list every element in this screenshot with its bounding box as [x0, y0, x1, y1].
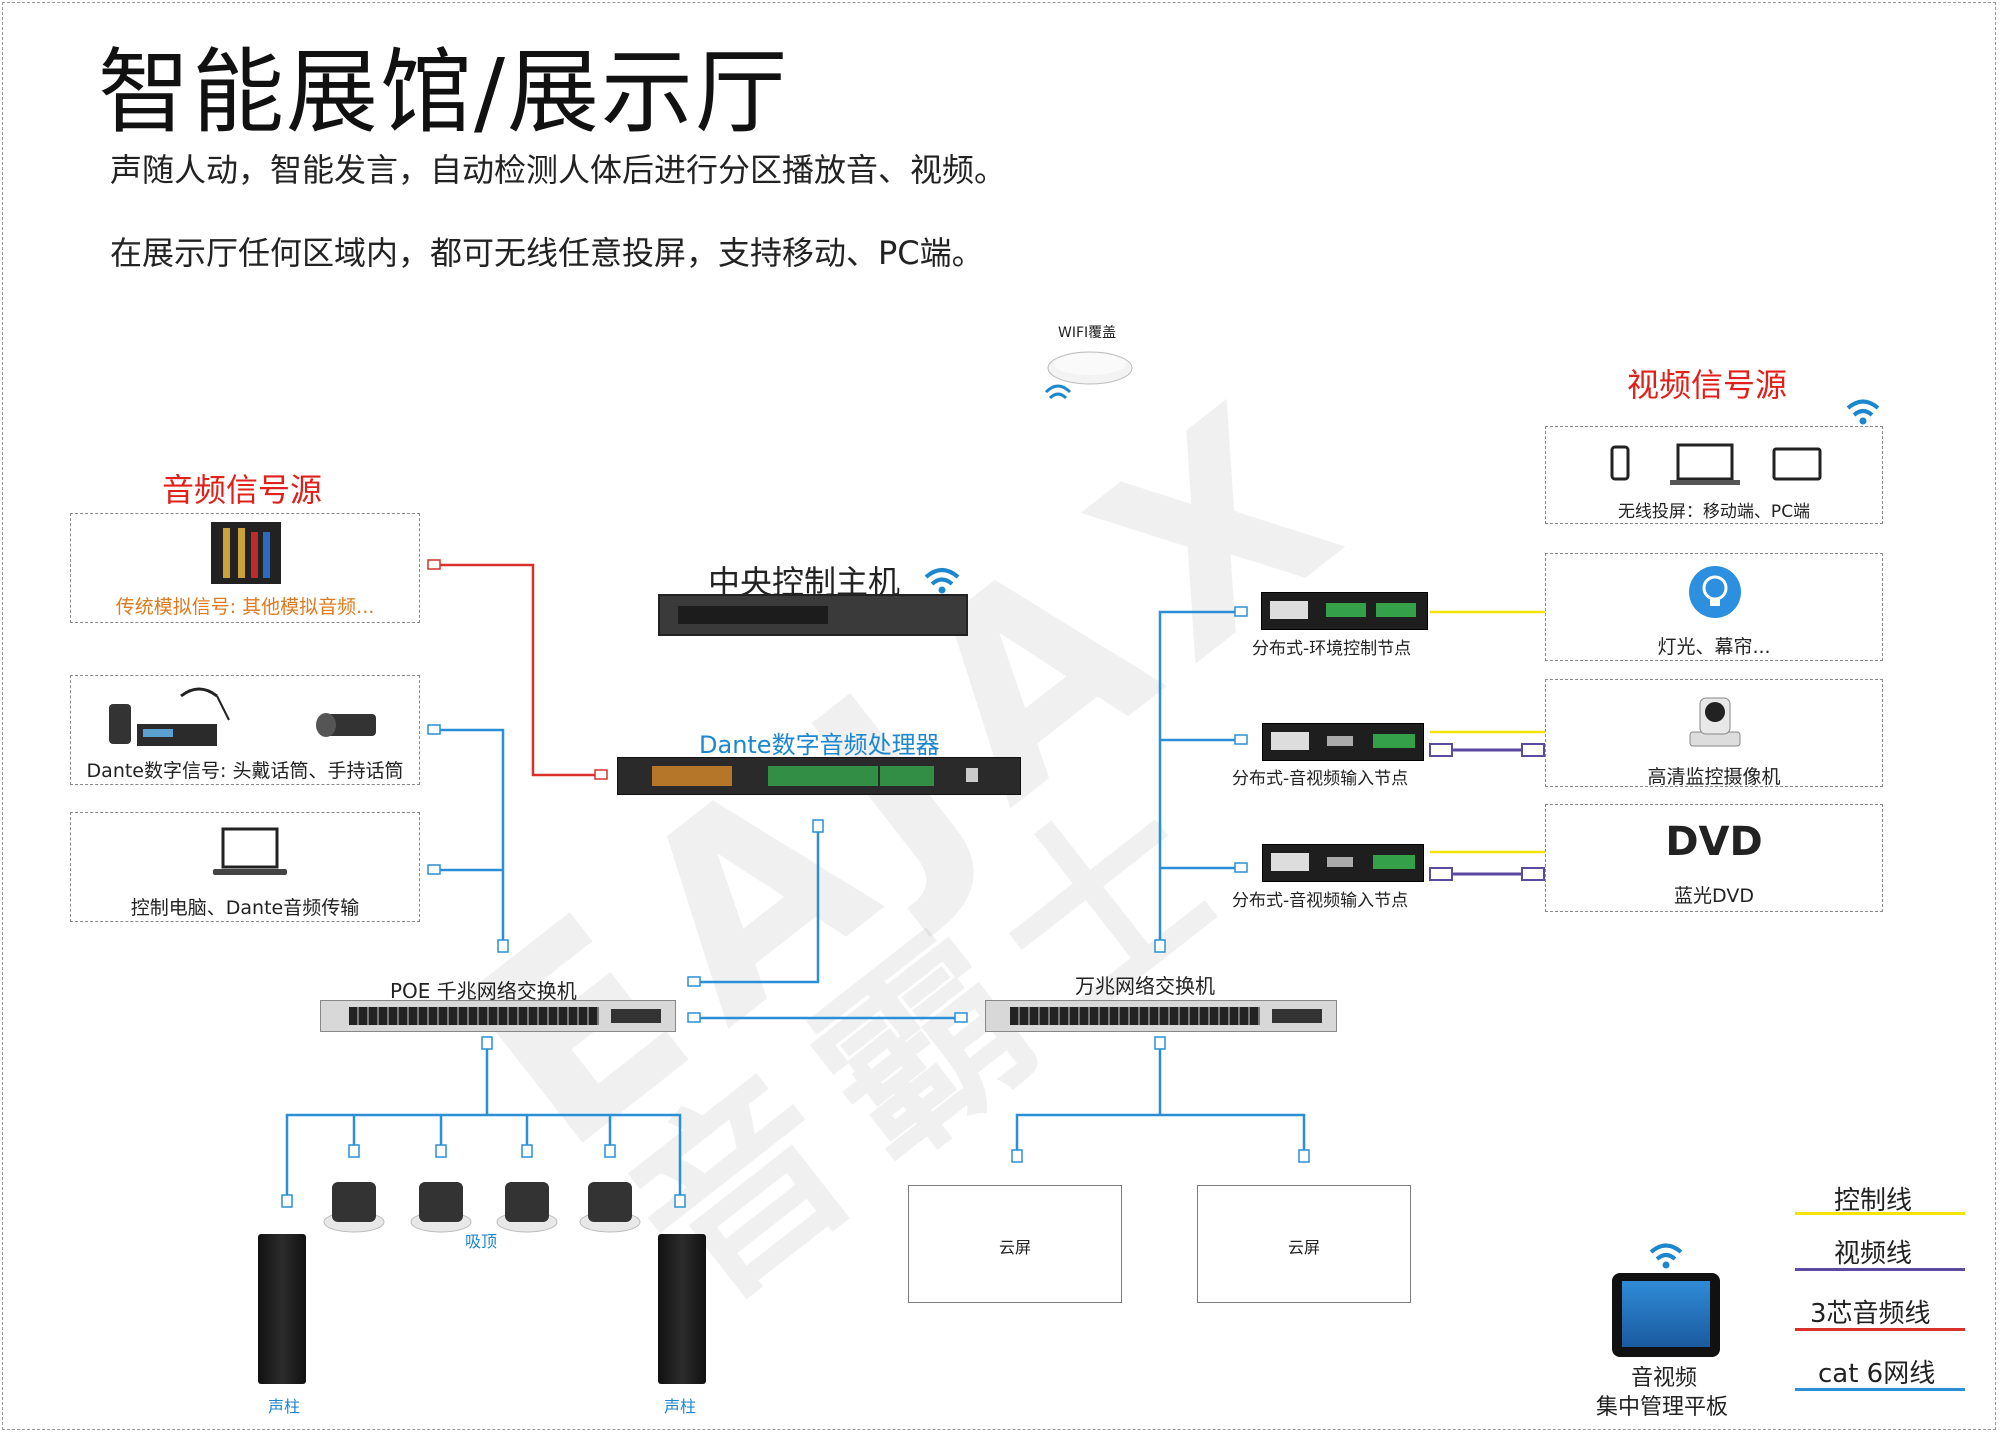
dvd-caption: 蓝光DVD [1674, 885, 1754, 907]
cloud-screen-left: 云屏 [908, 1185, 1122, 1303]
dvd-box: DVD 蓝光DVD [1545, 804, 1883, 912]
10g-switch-device [985, 1000, 1337, 1032]
wireless-cast-box: 无线投屏：移动端、PC端 [1545, 426, 1883, 524]
column-speaker-right-label: 声柱 [664, 1397, 697, 1416]
camera-caption: 高清监控摄像机 [1647, 766, 1781, 788]
pc-source-box: 控制电脑、Dante音频传输 [70, 812, 420, 922]
column-speaker-left-label: 声柱 [268, 1397, 301, 1416]
legend-cat6-label: cat 6网线 [1818, 1359, 1936, 1389]
wifi-access-point-icon [1044, 351, 1133, 400]
laptop-icon [213, 827, 287, 875]
ptz-camera-icon [1689, 697, 1741, 747]
ceiling-speaker-icon [579, 1182, 641, 1233]
legend-audio-line [1795, 1328, 1965, 1331]
legend-control-label: 控制线 [1834, 1186, 1913, 1216]
wifi-label: WIFI覆盖 [1058, 325, 1117, 341]
env-control-node-device [1261, 592, 1428, 630]
av-input-node-1-label: 分布式-音视频输入节点 [1232, 769, 1409, 789]
tablet-label-line2: 集中管理平板 [1596, 1395, 1729, 1420]
audio-sources-heading: 音频信号源 [162, 471, 323, 509]
cloud-screen-right-label: 云屏 [1287, 1238, 1320, 1257]
legend-audio-label: 3芯音频线 [1810, 1299, 1931, 1329]
legend-video-line [1795, 1268, 1965, 1271]
poe-switch-device [320, 1000, 676, 1032]
lightbulb-icon [1689, 566, 1741, 618]
description-line-1: 声随人动，智能发言，自动检测人体后进行分区播放音、视频。 [110, 151, 1007, 189]
microphone-set-icon [109, 687, 376, 746]
dvd-logo: DVD [1665, 819, 1763, 865]
video-wifi-icon [1846, 399, 1880, 425]
cloud-screen-left-label: 云屏 [998, 1238, 1031, 1257]
av-input-node-2-device [1262, 844, 1424, 882]
legend-control-line [1795, 1212, 1965, 1215]
video-sources-heading: 视频信号源 [1627, 366, 1788, 404]
ceiling-speaker-icon [410, 1182, 472, 1233]
10g-switch-label: 万兆网络交换机 [1075, 974, 1215, 998]
av-input-node-1-device [1262, 723, 1424, 761]
camera-box: 高清监控摄像机 [1545, 679, 1883, 788]
legend-cat6-line [1795, 1388, 1965, 1391]
dsp-device [617, 757, 1021, 795]
legend-video-label: 视频线 [1834, 1239, 1913, 1269]
ceiling-speaker-icon [496, 1182, 558, 1233]
analog-source-caption: 传统模拟信号: 其他模拟音频... [115, 596, 375, 618]
audio-cable-icon [211, 522, 281, 584]
wireless-cast-caption: 无线投屏：移动端、PC端 [1617, 502, 1811, 522]
dsp-label: Dante数字音频处理器 [699, 731, 940, 759]
devices-icon [1610, 443, 1822, 485]
column-speaker-right [658, 1234, 706, 1384]
ceiling-speakers [323, 1182, 641, 1233]
poe-switch-label: POE 千兆网络交换机 [390, 979, 577, 1003]
description-line-2: 在展示厅任何区域内，都可无线任意投屏，支持移动、PC端。 [110, 234, 984, 272]
column-speaker-left [258, 1234, 306, 1384]
lighting-box: 灯光、幕帘... [1545, 553, 1883, 661]
central-host-device [658, 594, 968, 636]
pc-source-caption: 控制电脑、Dante音频传输 [130, 897, 360, 919]
dante-source-box: Dante数字信号: 头戴话筒、手持话筒 [70, 675, 420, 785]
control-tablet [1612, 1273, 1720, 1357]
tablet-wifi-icon [1649, 1243, 1683, 1269]
page-title: 智能展馆/展示厅 [98, 39, 789, 146]
ceiling-speaker-icon [323, 1182, 385, 1233]
env-control-node-label: 分布式-环境控制节点 [1252, 639, 1412, 659]
central-host-display [678, 606, 828, 624]
ceiling-speaker-label: 吸顶 [465, 1232, 498, 1251]
cloud-screen-right: 云屏 [1197, 1185, 1411, 1303]
analog-source-box: 传统模拟信号: 其他模拟音频... [70, 513, 420, 623]
central-host-wifi-icon [924, 568, 960, 594]
lighting-caption: 灯光、幕帘... [1657, 636, 1771, 658]
av-input-node-2-label: 分布式-音视频输入节点 [1232, 891, 1409, 911]
dante-source-caption: Dante数字信号: 头戴话筒、手持话筒 [86, 760, 404, 782]
tablet-label-line1: 音视频 [1631, 1366, 1698, 1391]
